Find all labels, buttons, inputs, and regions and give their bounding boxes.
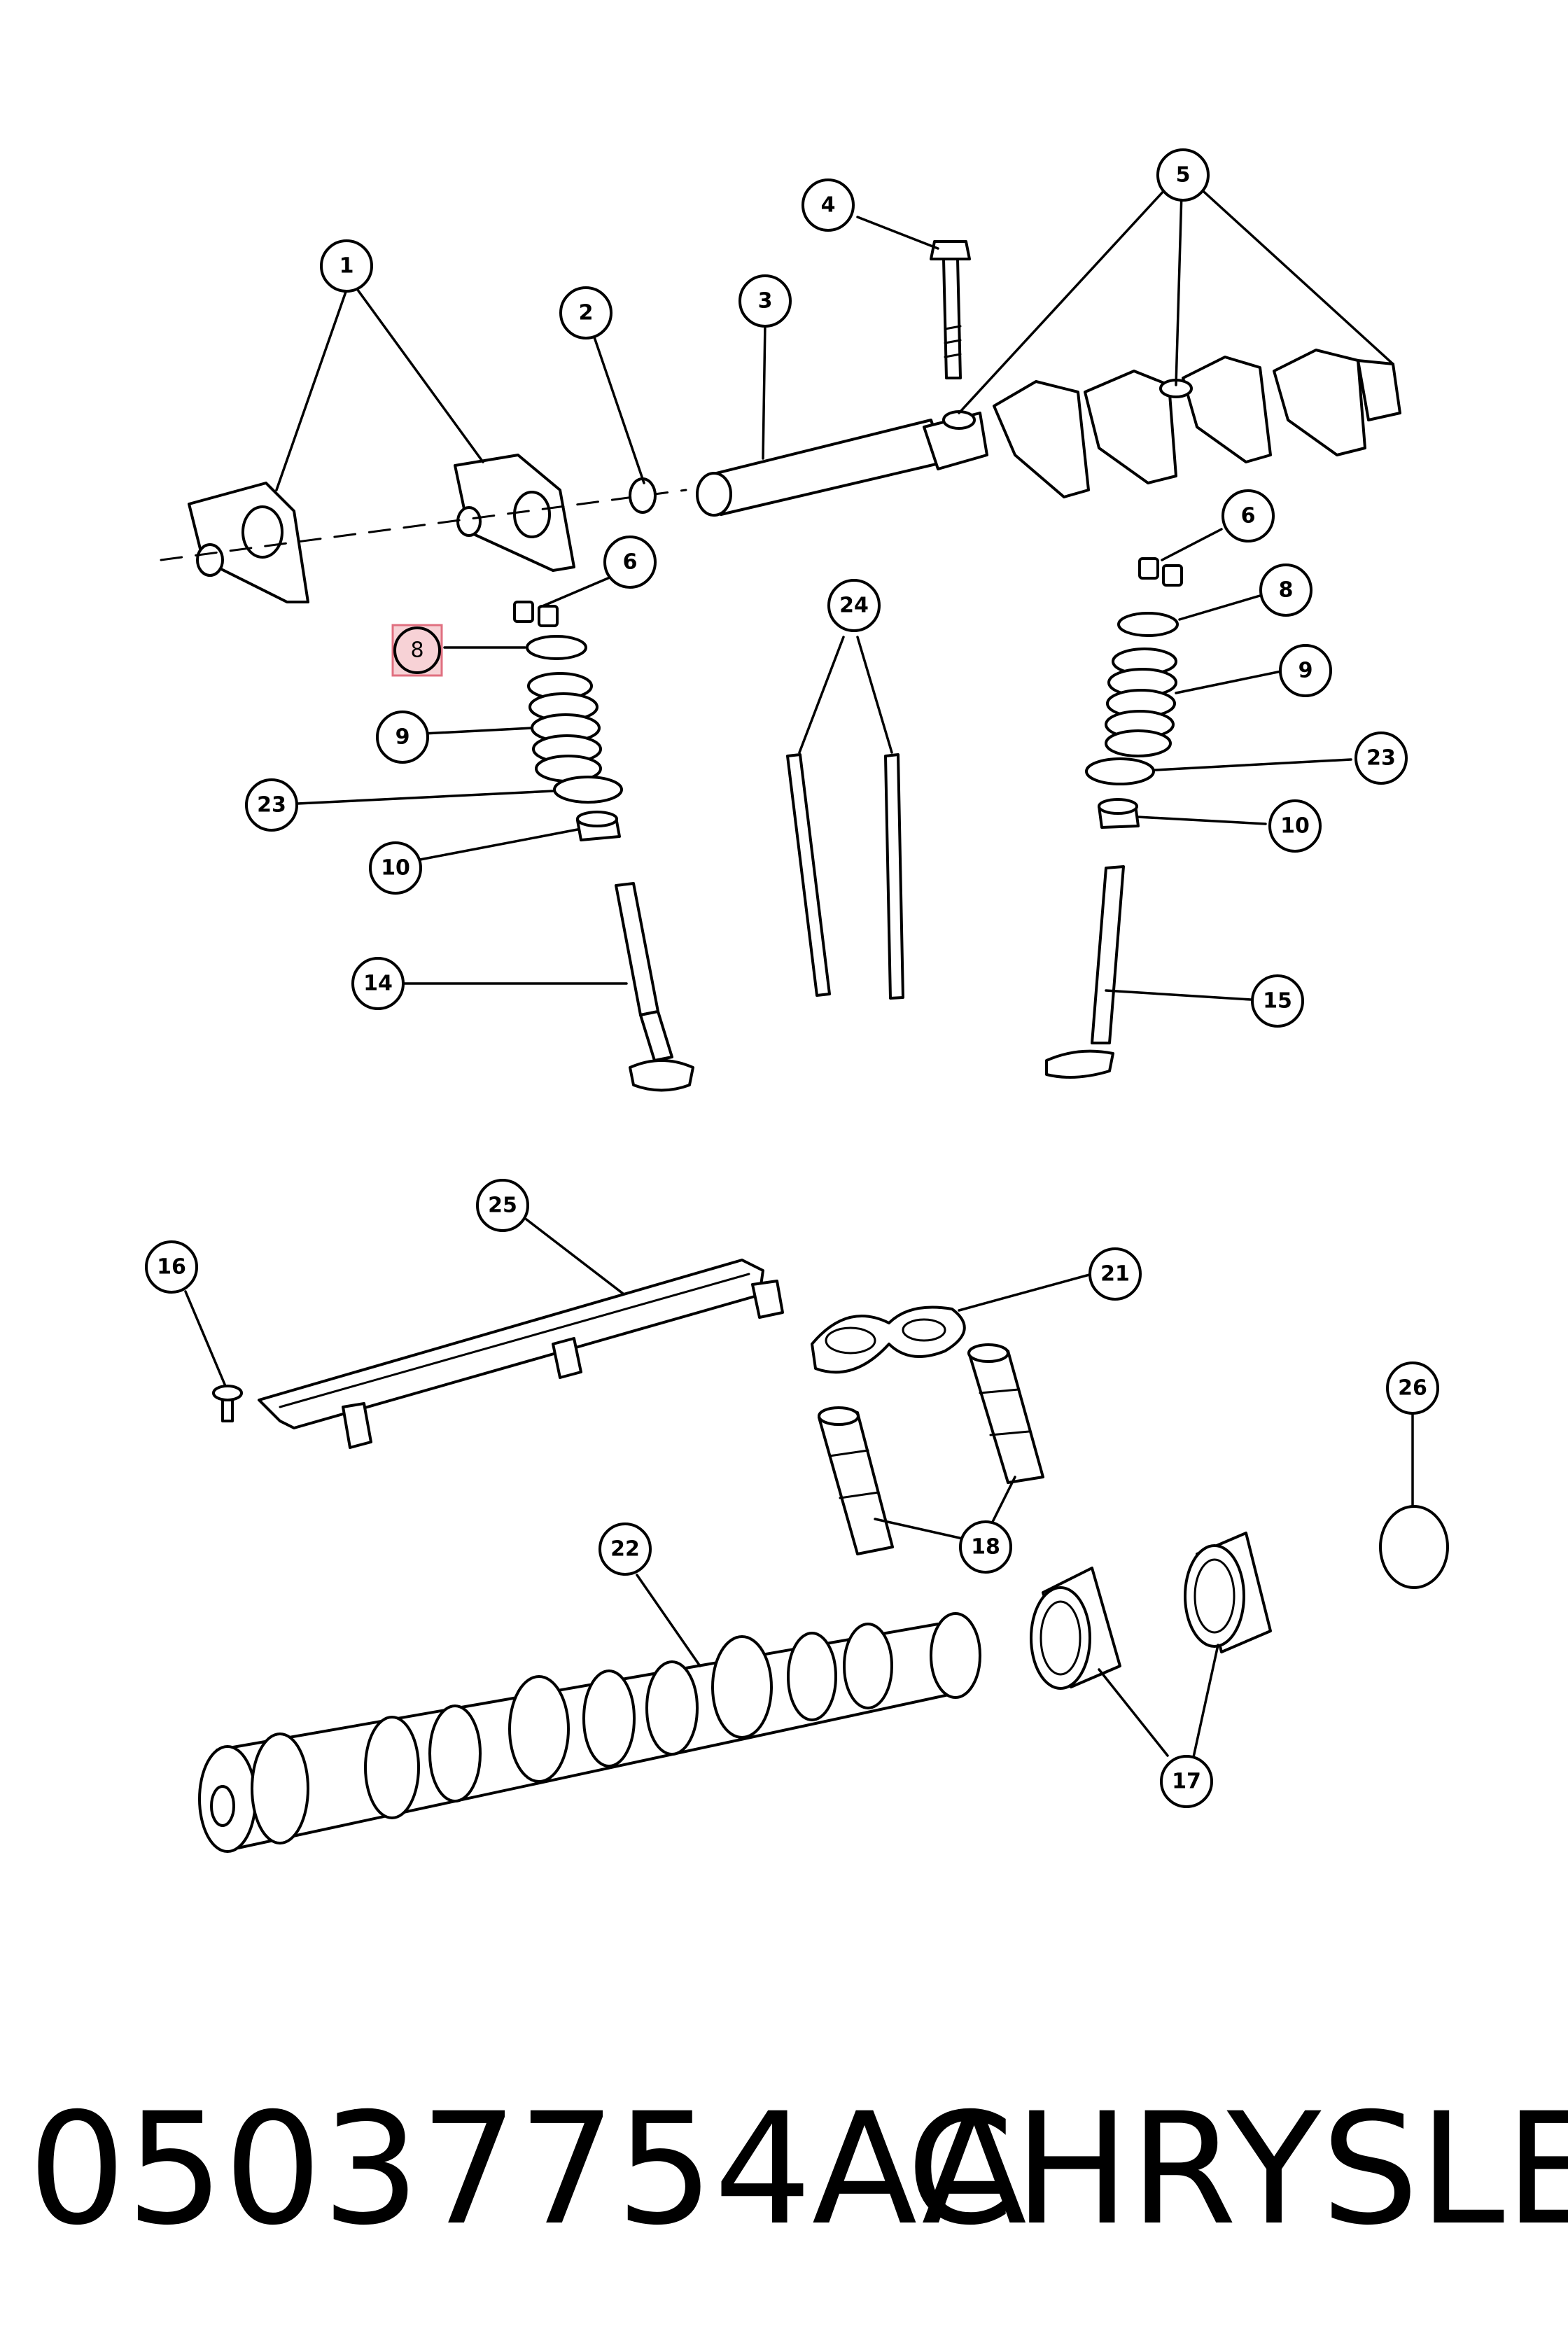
svg-text:16: 16: [157, 1255, 186, 1280]
valve-keepers-left: [513, 601, 559, 627]
callout-1: 1: [320, 239, 373, 293]
valve-keepers-right: [1138, 557, 1183, 587]
spring-retainer-left: [526, 635, 587, 660]
rocker-arm-left-a: [188, 482, 309, 603]
svg-text:10: 10: [381, 856, 410, 881]
brand-name: CHRYSLER: [906, 2080, 1568, 2259]
rocker-assembly: [923, 349, 1401, 498]
svg-text:1: 1: [340, 254, 354, 279]
callout-9-right: 9: [1279, 644, 1332, 697]
lifter-right: [967, 1343, 1044, 1484]
svg-text:22: 22: [610, 1537, 640, 1562]
cam-bearing-b: [1184, 1532, 1272, 1653]
camshaft: [198, 1612, 981, 1853]
exhaust-valve: [1045, 865, 1125, 1079]
callout-3: 3: [738, 274, 792, 328]
svg-text:6: 6: [1241, 504, 1256, 528]
callout-5: 5: [1156, 148, 1210, 202]
intake-valve: [615, 882, 694, 1092]
leader-lines: [184, 184, 1414, 1758]
svg-text:5: 5: [1176, 163, 1191, 188]
callout-10-left: 10: [369, 841, 422, 895]
svg-text:10: 10: [1280, 814, 1310, 839]
callout-23-right: 23: [1354, 732, 1408, 785]
valve-spring-left: [527, 672, 602, 783]
svg-text:23: 23: [257, 793, 286, 818]
part-number: 05037754AA: [28, 2080, 1027, 2259]
guide-screw: [212, 1385, 243, 1422]
svg-text:23: 23: [1366, 746, 1396, 771]
lifter-yoke: [811, 1306, 966, 1374]
svg-text:18: 18: [971, 1535, 1000, 1560]
push-rods: [786, 753, 904, 1000]
lifter-left: [818, 1406, 894, 1555]
callout-2: 2: [559, 286, 612, 340]
svg-text:25: 25: [488, 1194, 517, 1218]
callout-21: 21: [1088, 1247, 1142, 1301]
svg-text:9: 9: [396, 725, 410, 750]
expansion-plug: [1379, 1505, 1449, 1589]
rocker-shaft: [696, 419, 946, 517]
spring-seat-right: [1085, 757, 1155, 785]
callout-15: 15: [1251, 974, 1304, 1028]
shaft-axis-dash: [160, 489, 687, 561]
svg-text:8: 8: [1279, 578, 1294, 603]
callout-17: 17: [1160, 1755, 1213, 1808]
spring-seat-left: [553, 776, 623, 804]
shaft-bolt: [930, 240, 971, 379]
svg-text:6: 6: [623, 550, 638, 575]
callout-8-left: 8: [391, 624, 443, 677]
valve-seal-left: [576, 811, 621, 841]
callout-24: 24: [827, 579, 881, 632]
valve-seal-right: [1098, 798, 1140, 829]
svg-text:14: 14: [363, 972, 393, 996]
callout-9-left: 9: [376, 710, 429, 764]
callout-16: 16: [145, 1240, 198, 1294]
svg-text:9: 9: [1298, 659, 1313, 683]
callout-14: 14: [351, 957, 405, 1010]
lifter-guide: [258, 1259, 784, 1449]
svg-text:8: 8: [410, 638, 424, 663]
callout-18: 18: [959, 1520, 1012, 1574]
callout-6-left: 6: [603, 536, 657, 589]
valve-spring-right: [1105, 648, 1177, 757]
callout-6-right: 6: [1222, 489, 1275, 542]
cam-bearing-a: [1030, 1567, 1121, 1690]
shaft-retainer: [629, 477, 657, 514]
callout-10-right: 10: [1268, 799, 1322, 853]
svg-text:26: 26: [1398, 1376, 1427, 1401]
svg-text:15: 15: [1263, 989, 1292, 1014]
callout-26: 26: [1386, 1362, 1439, 1415]
svg-text:21: 21: [1100, 1262, 1130, 1287]
callout-23-left: 23: [245, 778, 298, 832]
svg-text:2: 2: [579, 301, 594, 326]
callout-4: 4: [802, 178, 855, 232]
svg-text:17: 17: [1172, 1770, 1201, 1794]
svg-text:3: 3: [758, 289, 773, 314]
svg-text:24: 24: [839, 594, 869, 618]
svg-text:4: 4: [821, 193, 836, 218]
callout-8-right: 8: [1259, 564, 1312, 617]
callout-25: 25: [476, 1179, 529, 1232]
callout-22: 22: [598, 1522, 652, 1576]
spring-retainer-right: [1117, 612, 1179, 637]
